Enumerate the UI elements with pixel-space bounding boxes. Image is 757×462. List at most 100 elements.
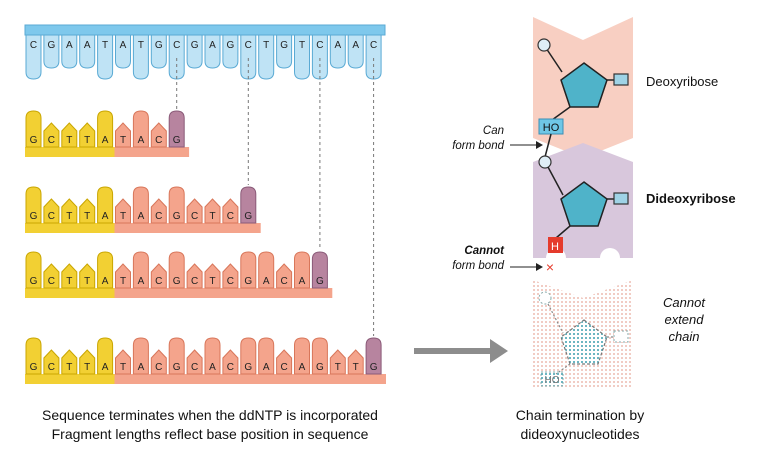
fragment-base-letter: G: [370, 362, 378, 373]
template-base-letter: A: [84, 40, 91, 51]
template-base-letter: G: [191, 40, 199, 51]
fragment-base-letter: G: [30, 211, 38, 222]
fragment-base-letter: T: [66, 276, 72, 287]
template-base-letter: T: [299, 40, 305, 51]
fragment-base-letter: T: [120, 135, 126, 146]
template-base-letter: C: [30, 40, 37, 51]
fragment-base-tooth: [168, 251, 185, 289]
fragment-base-letter: C: [155, 211, 162, 222]
fragment-base-tooth: [25, 186, 42, 224]
fragment-base-tooth: [276, 349, 293, 375]
blocked-ho-label: HO: [545, 375, 560, 386]
fragment-base-letter: T: [66, 135, 72, 146]
blocked-nucleotide: HO: [533, 280, 633, 388]
template-base-tooth: [347, 34, 364, 69]
template-base-tooth: [25, 34, 42, 80]
fragment-base-tooth: [97, 251, 114, 289]
template-base-letter: T: [138, 40, 144, 51]
fragment-base-tooth: [222, 198, 239, 224]
deoxyribose-label: Deoxyribose: [646, 74, 718, 89]
fragment-base-letter: T: [66, 362, 72, 373]
template-base-letter: C: [370, 40, 377, 51]
can-form-bond-label: Can form bond: [440, 124, 504, 154]
fragment-base-tooth: [186, 198, 203, 224]
fragment-base-letter: C: [48, 135, 55, 146]
fragment-base-tooth: [240, 251, 257, 289]
template-base-tooth: [276, 34, 293, 69]
fragment-base-letter: C: [191, 362, 198, 373]
fragment-base-letter: A: [102, 362, 109, 373]
right-caption-line-1: Chain termination by: [515, 407, 645, 423]
cannot-extend-chain-label: Cannot extend chain: [648, 294, 720, 345]
fragment-base-letter: G: [30, 362, 38, 373]
fragment-base-letter: C: [227, 276, 234, 287]
fragment-base-letter: G: [316, 362, 324, 373]
fragment-base-tooth: [79, 122, 96, 148]
cannot-line-2: form bond: [452, 260, 504, 272]
template-base-tooth: [61, 34, 78, 69]
fragment-base-letter: C: [227, 362, 234, 373]
fragment-base-letter: C: [155, 135, 162, 146]
fragment-base-tooth: [276, 263, 293, 289]
template-base-letter: A: [352, 40, 359, 51]
fragment-base-letter: G: [30, 276, 38, 287]
right-caption: Chain termination by dideoxynucleotides: [490, 406, 670, 444]
fragment-base-letter: T: [84, 276, 90, 287]
fragment-base-letter: T: [209, 276, 215, 287]
fragment-base-letter: G: [244, 276, 252, 287]
fragment-base-letter: T: [120, 211, 126, 222]
fragment-base-letter: C: [48, 211, 55, 222]
template-base-letter: C: [316, 40, 323, 51]
fragment-base-tooth: [168, 186, 185, 224]
fragment-base-letter: A: [102, 276, 109, 287]
cannot-extend-line-1: Cannot: [663, 295, 705, 310]
fragment-base-tooth: [204, 337, 221, 375]
dideoxyribose-label: Dideoxyribose: [646, 191, 736, 206]
template-base-letter: G: [227, 40, 235, 51]
template-base-tooth: [329, 34, 346, 69]
fragment-base-tooth: [61, 263, 78, 289]
fragment-base-tooth: [43, 263, 60, 289]
fragment-base-letter: C: [155, 276, 162, 287]
blocked-ring: [560, 319, 608, 365]
fragment-base-tooth: [240, 337, 257, 375]
progression-arrow: [414, 339, 508, 363]
template-base-tooth: [222, 34, 239, 69]
extension-backbone: [114, 223, 261, 233]
fragment-base-tooth: [329, 349, 346, 375]
fragment-base-letter: C: [191, 211, 198, 222]
no-bond-cross: ×: [546, 259, 554, 275]
template-base-letter: A: [120, 40, 127, 51]
template-base-letter: A: [209, 40, 216, 51]
fragment-base-letter: A: [299, 362, 306, 373]
fragment-base-tooth: [132, 186, 149, 224]
fragment-base-tooth: [258, 337, 275, 375]
fragment-base-letter: T: [353, 362, 359, 373]
fragment-base-letter: T: [84, 211, 90, 222]
fragment-base-letter: G: [173, 276, 181, 287]
cannot-line-1: Cannot: [464, 245, 504, 257]
fragment-base-letter: T: [120, 362, 126, 373]
fragment-base-tooth: [204, 263, 221, 289]
fragment-base-tooth: [294, 337, 310, 375]
primer-backbone: [25, 374, 115, 384]
fragment-base-tooth: [79, 263, 96, 289]
fragment-base-letter: T: [335, 362, 341, 373]
fragment-base-letter: A: [299, 276, 306, 287]
fragment-base-letter: G: [173, 135, 181, 146]
left-caption-line-1: Sequence terminates when the ddNTP is in…: [42, 407, 378, 423]
template-base-letter: A: [66, 40, 73, 51]
fragment-base-letter: G: [316, 276, 324, 287]
fragment-base-tooth: [186, 349, 203, 375]
phosphate-circle-dideoxy: [538, 155, 552, 169]
fragment-base-tooth: [61, 122, 78, 148]
fragment-base-tooth: [61, 198, 78, 224]
template-base-letter: T: [102, 40, 108, 51]
fragment-base-tooth: [150, 122, 167, 148]
fragment-base-letter: A: [138, 362, 145, 373]
template-base-tooth: [294, 34, 310, 80]
fragment-base-tooth: [132, 251, 149, 289]
fragment-base-tooth: [311, 337, 328, 375]
